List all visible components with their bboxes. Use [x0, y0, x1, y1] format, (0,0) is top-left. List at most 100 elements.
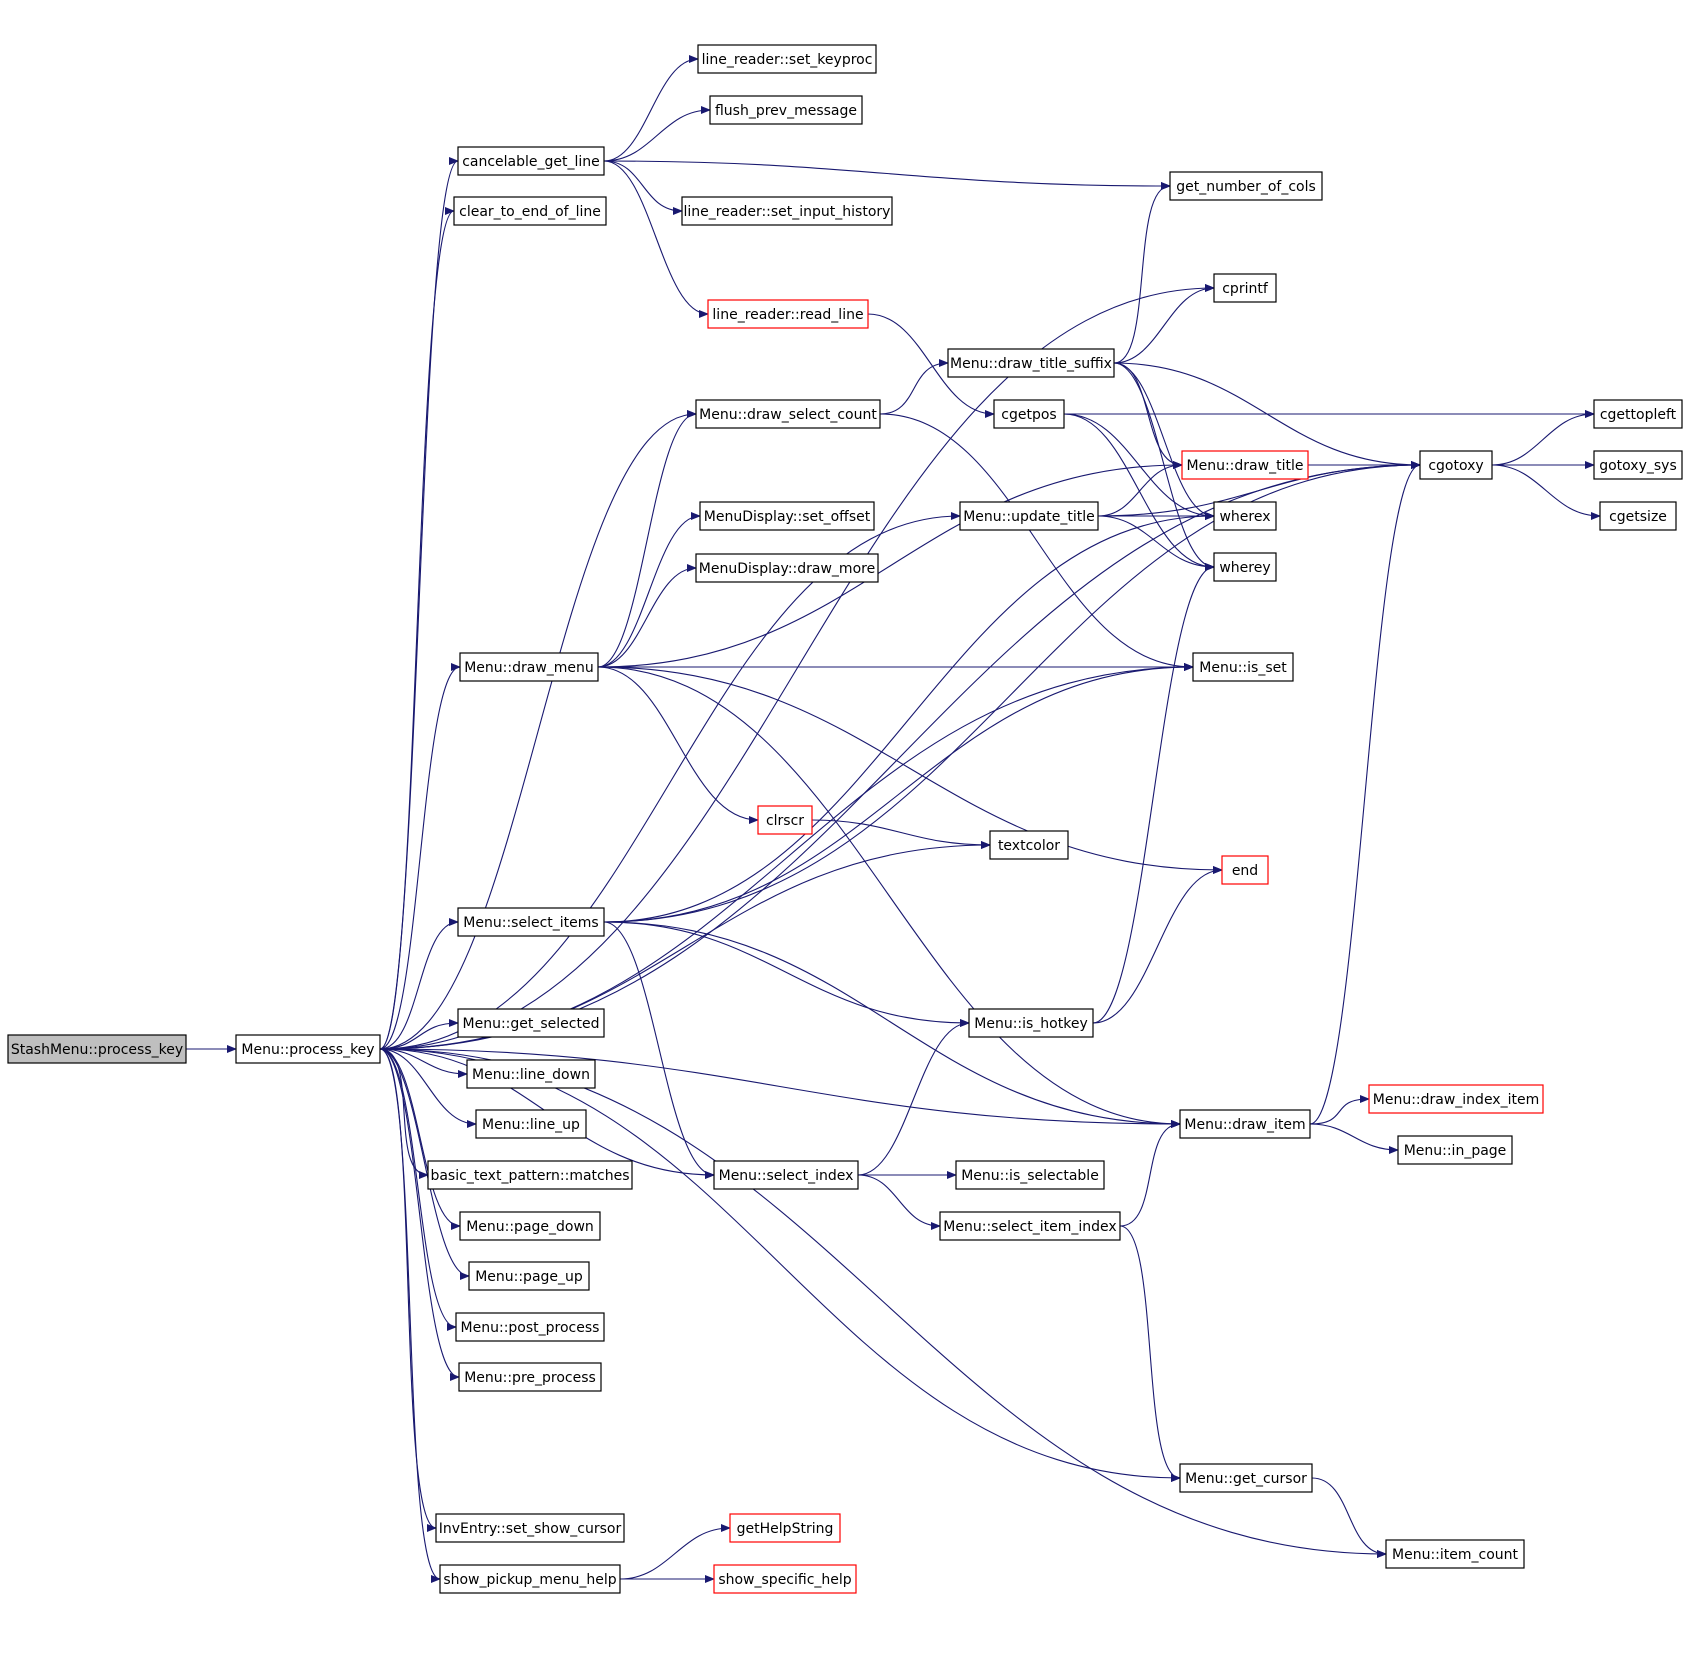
node-is_hotkey[interactable]: Menu::is_hotkey [968, 1008, 1094, 1038]
node-item_count[interactable]: Menu::item_count [1385, 1539, 1525, 1569]
node-label-draw_more: MenuDisplay::draw_more [699, 561, 875, 577]
edge-is_hotkey-to-wherey [1092, 563, 1215, 1024]
edge-update_title-to-wherey [1097, 515, 1215, 571]
node-show_pickup_menu_help[interactable]: show_pickup_menu_help [439, 1564, 621, 1594]
node-select_item_index[interactable]: Menu::select_item_index [939, 1211, 1121, 1241]
node-label-cgotoxy: cgotoxy [1428, 458, 1483, 474]
node-pre_process[interactable]: Menu::pre_process [458, 1362, 602, 1392]
node-page_down[interactable]: Menu::page_down [459, 1211, 601, 1241]
node-set_keyproc[interactable]: line_reader::set_keyproc [697, 44, 877, 74]
node-draw_title[interactable]: Menu::draw_title [1181, 450, 1309, 480]
node-line_up[interactable]: Menu::line_up [475, 1109, 587, 1139]
edge-select_items-to-draw_item [603, 921, 1181, 1128]
edge-menu_process_key-to-update_title [379, 512, 961, 1050]
node-label-set_offset: MenuDisplay::set_offset [704, 509, 871, 525]
edge-menu_process_key-to-draw_select_count [379, 410, 697, 1050]
node-draw_index_item[interactable]: Menu::draw_index_item [1368, 1084, 1544, 1114]
edge-update_title-to-cgotoxy [1097, 461, 1421, 517]
edge-select_items-to-cgotoxy [603, 461, 1421, 923]
node-box-cgettopleft [1593, 399, 1683, 429]
node-box-page_down [459, 1211, 601, 1241]
node-post_process[interactable]: Menu::post_process [455, 1312, 605, 1342]
node-box-draw_title_suffix [947, 348, 1115, 378]
node-box-cgetsize [1599, 501, 1677, 531]
node-set_input_history[interactable]: line_reader::set_input_history [681, 196, 893, 226]
node-box-update_title [959, 501, 1099, 531]
edge-select_index-to-select_item_index [857, 1174, 941, 1230]
node-draw_select_count[interactable]: Menu::draw_select_count [695, 399, 881, 429]
edge-select_items-to-is_set [603, 663, 1194, 923]
edge-read_line-to-cgetpos [867, 313, 995, 418]
edge-clrscr-to-textcolor [811, 819, 991, 849]
edge-cancelable_get_line-to-set_input_history [603, 160, 683, 215]
node-box-in_page [1397, 1135, 1513, 1165]
edge-draw_menu-to-draw_more [597, 564, 697, 668]
edge-draw_title_suffix-to-cprintf [1113, 284, 1215, 364]
node-box-get_cursor [1179, 1463, 1313, 1493]
edge-is_hotkey-to-end [1092, 866, 1223, 1024]
node-label-get_cursor: Menu::get_cursor [1185, 1471, 1307, 1487]
node-line_down[interactable]: Menu::line_down [466, 1059, 596, 1089]
edge-select_item_index-to-get_cursor [1119, 1225, 1181, 1482]
edge-draw_menu-to-draw_select_count [597, 410, 697, 668]
node-wherey[interactable]: wherey [1213, 552, 1277, 582]
node-flush_prev_message[interactable]: flush_prev_message [709, 95, 863, 125]
node-is_selectable[interactable]: Menu::is_selectable [955, 1160, 1105, 1190]
node-get_number_of_cols[interactable]: get_number_of_cols [1169, 171, 1323, 201]
edge-get_cursor-to-item_count [1311, 1477, 1387, 1558]
node-clrscr[interactable]: clrscr [757, 805, 813, 835]
node-box-set_input_history [681, 196, 893, 226]
node-stashmenu_process_key[interactable]: StashMenu::process_key [7, 1034, 187, 1064]
node-menu_process_key[interactable]: Menu::process_key [235, 1034, 381, 1064]
edge-cgetpos-to-wherey [1063, 413, 1215, 571]
node-label-draw_index_item: Menu::draw_index_item [1373, 1092, 1539, 1108]
node-read_line[interactable]: line_reader::read_line [707, 299, 869, 329]
node-get_cursor[interactable]: Menu::get_cursor [1179, 1463, 1313, 1493]
node-box-page_up [468, 1261, 590, 1291]
node-page_up[interactable]: Menu::page_up [468, 1261, 590, 1291]
node-textcolor[interactable]: textcolor [989, 830, 1069, 860]
node-in_page[interactable]: Menu::in_page [1397, 1135, 1513, 1165]
node-box-set_offset [699, 501, 875, 531]
node-gotoxy_sys[interactable]: gotoxy_sys [1593, 450, 1683, 480]
node-cancelable_get_line[interactable]: cancelable_get_line [457, 146, 605, 176]
node-is_set[interactable]: Menu::is_set [1192, 652, 1294, 682]
edge-draw_title_suffix-to-wherex [1113, 362, 1215, 520]
node-box-line_up [475, 1109, 587, 1139]
node-clear_to_end_of_line[interactable]: clear_to_end_of_line [453, 196, 607, 226]
node-cgetpos[interactable]: cgetpos [993, 399, 1065, 429]
node-get_selected[interactable]: Menu::get_selected [457, 1008, 605, 1038]
node-cprintf[interactable]: cprintf [1213, 273, 1277, 303]
node-end[interactable]: end [1221, 855, 1269, 885]
edge-draw_item-to-draw_index_item [1309, 1095, 1370, 1125]
node-draw_menu[interactable]: Menu::draw_menu [459, 652, 599, 682]
node-label-gotoxy_sys: gotoxy_sys [1599, 458, 1677, 474]
node-label-is_set: Menu::is_set [1199, 660, 1287, 676]
node-draw_item[interactable]: Menu::draw_item [1179, 1109, 1311, 1139]
node-label-flush_prev_message: flush_prev_message [715, 103, 857, 119]
node-cgettopleft[interactable]: cgettopleft [1593, 399, 1683, 429]
node-show_specific_help[interactable]: show_specific_help [713, 1564, 857, 1594]
edge-menu_process_key-to-clear_to_end_of_line [379, 207, 455, 1050]
node-box-wherex [1213, 501, 1277, 531]
node-cgetsize[interactable]: cgetsize [1599, 501, 1677, 531]
node-box-menu_process_key [235, 1034, 381, 1064]
edge-menu_process_key-to-line_down [379, 1048, 468, 1078]
node-cgotoxy[interactable]: cgotoxy [1419, 450, 1493, 480]
node-draw_more[interactable]: MenuDisplay::draw_more [695, 553, 879, 583]
node-label-draw_item: Menu::draw_item [1184, 1117, 1305, 1133]
node-update_title[interactable]: Menu::update_title [959, 501, 1099, 531]
node-getHelpString[interactable]: getHelpString [729, 1513, 841, 1543]
node-wherex[interactable]: wherex [1213, 501, 1277, 531]
node-box-end [1221, 855, 1269, 885]
edge-draw_menu-to-end [597, 666, 1223, 874]
node-draw_title_suffix[interactable]: Menu::draw_title_suffix [947, 348, 1115, 378]
node-label-page_up: Menu::page_up [475, 1269, 583, 1285]
node-set_show_cursor[interactable]: InvEntry::set_show_cursor [435, 1513, 625, 1543]
node-select_items[interactable]: Menu::select_items [457, 907, 605, 937]
node-matches[interactable]: basic_text_pattern::matches [427, 1160, 633, 1190]
node-set_offset[interactable]: MenuDisplay::set_offset [699, 501, 875, 531]
node-box-draw_index_item [1368, 1084, 1544, 1114]
node-select_index[interactable]: Menu::select_index [713, 1160, 859, 1190]
edge-menu_process_key-to-cprintf [379, 284, 1215, 1050]
